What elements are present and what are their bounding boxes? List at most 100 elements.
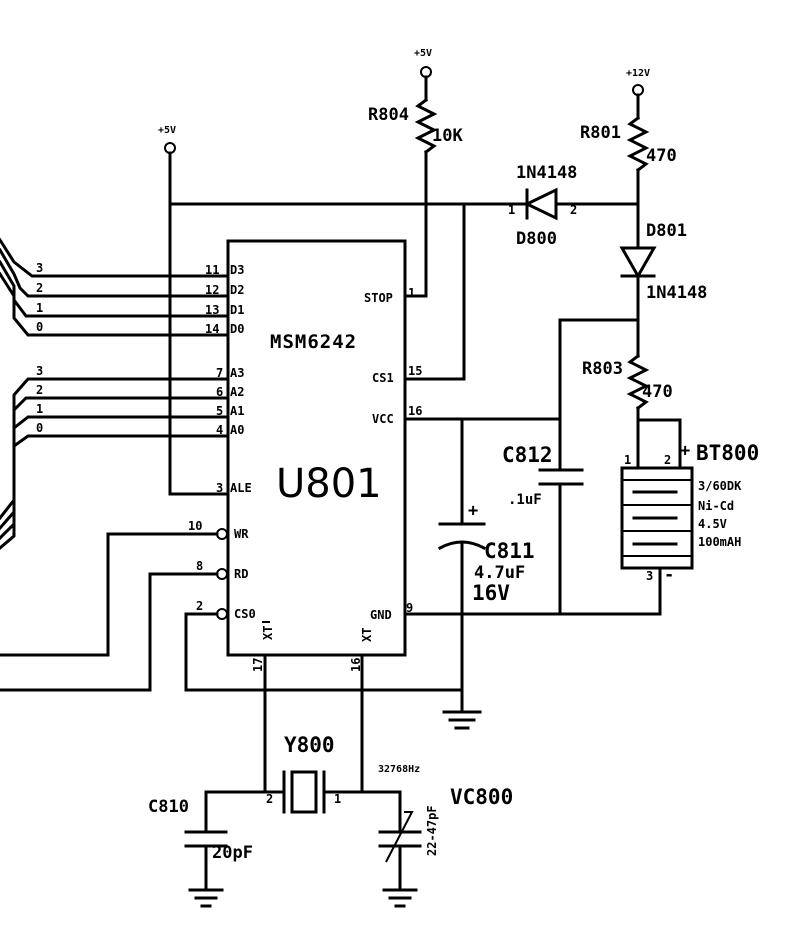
vc800-ref: VC800 — [450, 785, 513, 809]
pin-num-d1: 13 — [205, 303, 219, 317]
d800-diode — [523, 187, 558, 221]
pin-name-rd: RD — [234, 567, 248, 581]
d800-pin2: 2 — [570, 203, 577, 217]
c810-ref: C810 — [148, 797, 189, 817]
r803-value: 470 — [642, 382, 673, 402]
bt800-pin3: 3 — [646, 569, 653, 583]
r801-ref: R801 — [580, 123, 621, 143]
pin-name-wr: WR — [234, 527, 249, 541]
r803-resistor — [626, 353, 650, 411]
pin-name-ale: ALE — [230, 481, 252, 495]
ic-part: MSM6242 — [270, 331, 357, 353]
vcc-wire — [403, 318, 640, 421]
ic-body — [226, 239, 407, 657]
pin-num-gnd: 9 — [406, 601, 413, 615]
bt800-plus: + — [680, 441, 690, 461]
d800-part: 1N4148 — [516, 163, 577, 183]
y800-pin1: 1 — [334, 792, 341, 806]
bt800-spec1: 3/60DK — [698, 479, 742, 493]
r804-value: 10K — [432, 126, 463, 146]
pin-num-d3: 11 — [205, 263, 219, 277]
pin-name-d2: D2 — [230, 283, 244, 297]
c811-value: 4.7uF — [474, 563, 525, 583]
y800-pin2: 2 — [266, 792, 273, 806]
bt800-battery — [620, 466, 694, 570]
wr-wire — [0, 532, 219, 657]
gnd-wire — [403, 568, 662, 616]
bt800-ref: BT800 — [696, 441, 759, 465]
pin-num-a1: 5 — [216, 404, 223, 418]
pin-num-stop: 1 — [408, 286, 415, 300]
pin-num-d0: 14 — [205, 322, 219, 336]
vc800-trim-arrow — [385, 811, 414, 863]
r801-resistor — [626, 115, 650, 173]
pin-name-cs0: CS0 — [234, 607, 256, 621]
r801-value: 470 — [646, 146, 677, 166]
ic-ref: U801 — [276, 461, 382, 507]
pin-name-a1: A1 — [230, 404, 244, 418]
d800-ref: D800 — [516, 229, 557, 249]
data-bus — [0, 237, 230, 337]
data-bit-0: 0 — [36, 320, 43, 334]
power-top-12v-label: +12V — [626, 68, 650, 79]
pin-name-gnd: GND — [370, 608, 392, 622]
d801-diode — [619, 246, 657, 280]
data-bit-1: 1 — [36, 301, 43, 315]
pin-name-vcc: VCC — [372, 412, 394, 426]
pin-num-wr: 10 — [188, 519, 202, 533]
c812-value: .1uF — [508, 492, 542, 508]
pin-num-cs0: 2 — [196, 599, 203, 613]
bt800-minus: - — [664, 565, 674, 585]
pin-name-stop: STOP — [364, 291, 393, 305]
ground-symbol-c810 — [188, 888, 224, 908]
pin-name-xt: XT — [360, 628, 374, 642]
pin-name-a0: A0 — [230, 423, 244, 437]
pin-num-a0: 4 — [216, 423, 223, 437]
d801-part: 1N4148 — [646, 283, 707, 303]
addr-bit-3: 3 — [36, 364, 43, 378]
cs1-wire — [403, 202, 466, 381]
pin-name-a3: A3 — [230, 366, 244, 380]
c811-ref: C811 — [484, 539, 535, 563]
bt800-spec2: Ni-Cd — [698, 499, 734, 513]
c811-voltage: 16V — [472, 581, 510, 605]
pin-num-xt: 16 — [349, 658, 363, 672]
ale-wire — [168, 151, 230, 496]
pin-num-rd: 8 — [196, 559, 203, 573]
pin-num-a2: 6 — [216, 385, 223, 399]
addr-bit-2: 2 — [36, 383, 43, 397]
d801-ref: D801 — [646, 221, 687, 241]
pin-num-cs1: 15 — [408, 364, 422, 378]
pin-num-a3: 7 — [216, 366, 223, 380]
bt800-pin2: 2 — [664, 453, 671, 467]
data-bit-2: 2 — [36, 281, 43, 295]
data-bit-3: 3 — [36, 261, 43, 275]
bt800-spec4: 100mAH — [698, 535, 741, 549]
pin-name-xt-bar: XT — [261, 626, 275, 640]
ground-symbol-main — [442, 710, 482, 730]
y800-crystal — [290, 770, 318, 814]
ground-symbol-vc800 — [382, 888, 418, 908]
cs0-gnd-wire — [184, 612, 462, 692]
d800-pin1: 1 — [508, 203, 515, 217]
pin-num-d2: 12 — [205, 283, 219, 297]
pin-name-d0: D0 — [230, 322, 244, 336]
pin-num-vcc: 16 — [408, 404, 422, 418]
c810-value: 20pF — [212, 843, 253, 863]
r803-ref: R803 — [582, 359, 623, 379]
y800-freq: 32768Hz — [378, 764, 420, 775]
power-left-label: +5V — [158, 125, 176, 136]
pin-name-cs1: CS1 — [372, 371, 394, 385]
y800-ref: Y800 — [284, 733, 335, 757]
pin-num-xt-bar: 17 — [251, 658, 265, 672]
bt800-pin1: 1 — [624, 453, 631, 467]
addr-bit-0: 0 — [36, 421, 43, 435]
r804-resistor — [414, 97, 438, 155]
pin-name-a2: A2 — [230, 385, 244, 399]
c811-plus: + — [468, 501, 478, 521]
power-top-5v-label: +5V — [414, 48, 432, 59]
pin-name-d3: D3 — [230, 263, 244, 277]
r804-ref: R804 — [368, 105, 409, 125]
pin-name-d1: D1 — [230, 303, 244, 317]
